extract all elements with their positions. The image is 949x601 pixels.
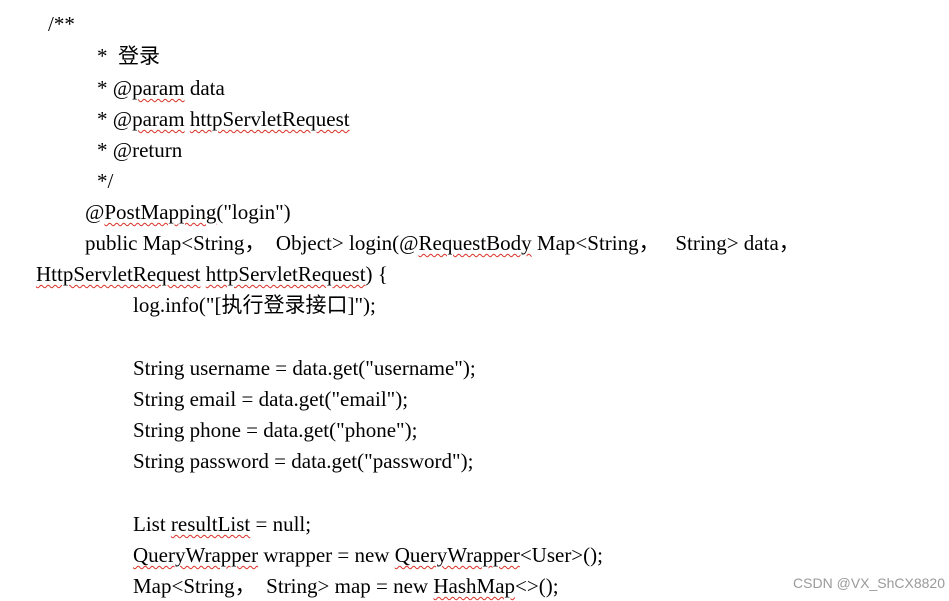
comment-close: */ — [97, 169, 114, 193]
spell-flagged-word: param — [132, 107, 185, 131]
text: <User>(); — [519, 543, 603, 567]
email-line: String email = data.get("email"); — [133, 387, 409, 411]
comment-return: * @return — [97, 138, 183, 162]
annotation-line: @PostMapping("login") — [85, 200, 291, 224]
text: List — [133, 512, 171, 536]
text: public Map<String， Object> login(@ — [85, 231, 419, 255]
method-signature-line-1: public Map<String， Object> login(@Reques… — [85, 231, 800, 255]
text: * @ — [97, 76, 133, 100]
text: @ — [85, 200, 105, 224]
spell-flagged-word: HashMap — [433, 574, 516, 598]
spell-flagged-word: RequestBody — [418, 231, 532, 255]
method-signature-line-2: HttpServletRequest httpServletRequest) { — [36, 262, 388, 286]
spell-flagged-word: httpServletRequest — [189, 107, 350, 131]
query-wrapper-line: QueryWrapper wrapper = new QueryWrapper<… — [133, 543, 603, 567]
comment-param-request: * @param httpServletRequest — [97, 107, 350, 131]
text: = null; — [250, 512, 312, 536]
comment-open: /** — [48, 12, 75, 36]
username-line: String username = data.get("username"); — [133, 356, 476, 380]
map-line: Map<String， String> map = new HashMap<>(… — [133, 574, 559, 598]
csdn-watermark: CSDN @VX_ShCX8820 — [793, 575, 945, 591]
result-list-line: List resultList = null; — [133, 512, 311, 536]
phone-line: String phone = data.get("phone"); — [133, 418, 418, 442]
spell-flagged-word: QueryWrapper — [133, 543, 259, 567]
text: wrapper = new — [258, 543, 395, 567]
text: data — [184, 76, 225, 100]
password-line: String password = data.get("password"); — [133, 449, 474, 473]
text: Map<String， String> map = new — [133, 574, 434, 598]
text: ("login") — [216, 200, 291, 224]
spell-flagged-word: httpServletRequest — [205, 262, 366, 286]
text: <>(); — [515, 574, 559, 598]
spell-flagged-word: QueryWrapper — [394, 543, 520, 567]
spell-flagged-word: param — [132, 76, 185, 100]
text: * @ — [97, 107, 133, 131]
spell-flagged-word: resultList — [170, 512, 251, 536]
text: Map<String， String> data， — [531, 231, 800, 255]
text: ) { — [365, 262, 388, 286]
spell-flagged-word: PostMapping — [104, 200, 217, 224]
comment-title: * 登录 — [97, 44, 160, 68]
log-info-line: log.info("[执行登录接口]"); — [133, 293, 376, 317]
spell-flagged-word: HttpServletRequest — [36, 262, 201, 286]
comment-param-data: * @param data — [97, 76, 225, 100]
